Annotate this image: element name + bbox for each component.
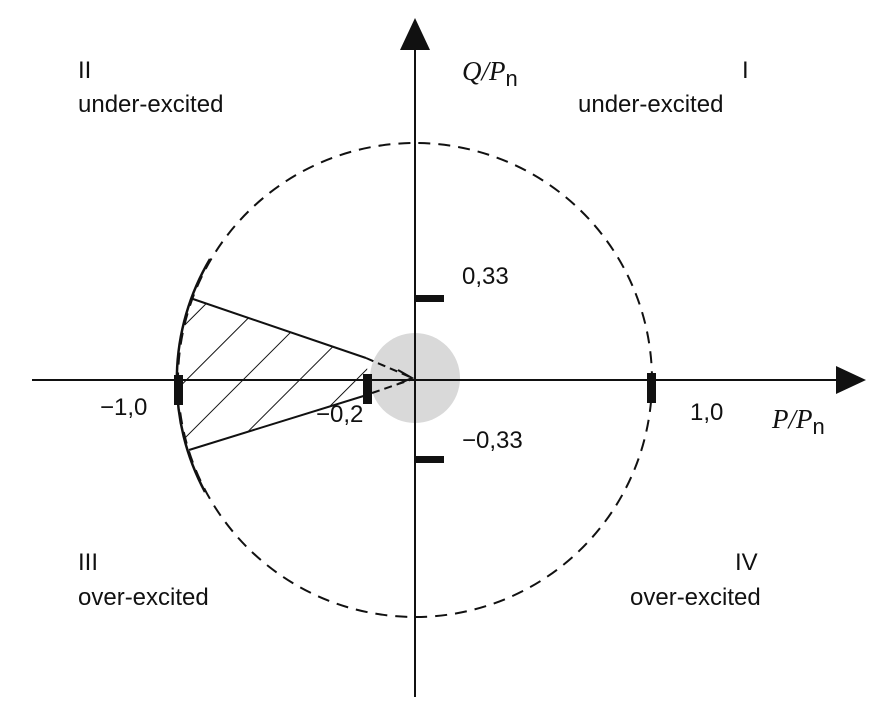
tick-label-q-neg033: −0,33	[462, 427, 523, 454]
quadrant-4-numeral: IV	[735, 549, 758, 576]
arrow-to-origin-icon	[397, 369, 415, 385]
quadrant-1-numeral: I	[742, 57, 749, 84]
hatched-operating-region	[178, 299, 370, 450]
dashed-upper-extension	[365, 357, 411, 378]
tick-p-neg02	[363, 374, 372, 404]
p-axis-arrow-icon	[836, 366, 866, 394]
operating-arc	[175, 258, 212, 493]
quadrant-1-label: under-excited	[578, 91, 723, 118]
sector-lower-edge	[188, 393, 371, 451]
tick-p-neg1	[174, 375, 183, 405]
quadrant-2-label: under-excited	[78, 91, 223, 118]
quadrant-3-label: over-excited	[78, 584, 209, 611]
quadrant-4-label: over-excited	[630, 584, 761, 611]
tick-label-q-pos033: 0,33	[462, 263, 509, 290]
quadrant-3-numeral: III	[78, 549, 98, 576]
tick-label-p-neg1: −1,0	[100, 394, 147, 421]
quadrant-2-numeral: II	[78, 57, 91, 84]
p-axis-label: P/Pn	[771, 404, 825, 439]
tick-label-p-pos1: 1,0	[690, 399, 723, 426]
tick-label-p-neg02: −0,2	[316, 401, 363, 428]
tick-q-pos033	[414, 295, 444, 302]
q-axis-label: Q/Pn	[462, 56, 518, 91]
q-axis-arrow-icon	[400, 18, 430, 50]
tick-p-pos1	[647, 373, 656, 403]
tick-q-neg033	[414, 456, 444, 463]
sector-upper-edge	[192, 298, 367, 359]
